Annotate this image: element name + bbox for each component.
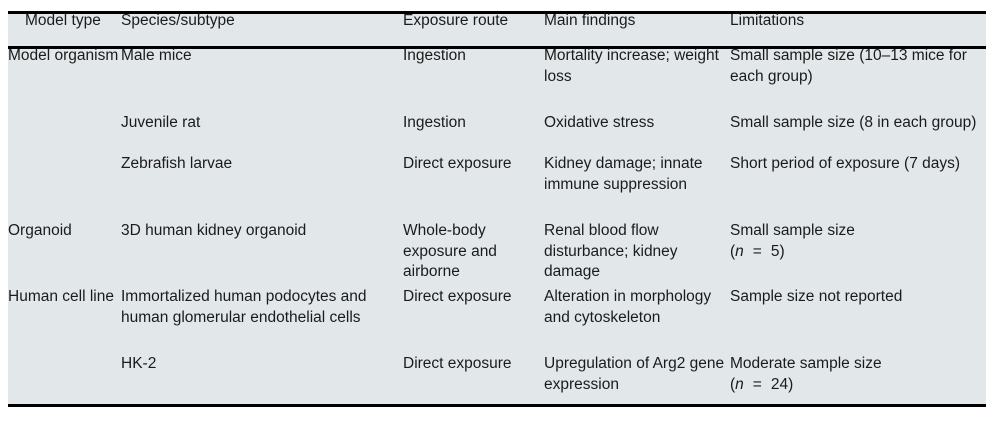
cell-main-findings: Oxidative stress: [544, 113, 730, 154]
cell-species: Zebrafish larvae: [121, 154, 403, 221]
cell-model-type: [8, 354, 121, 402]
cell-species: Juvenile rat: [121, 113, 403, 154]
sample-size-variable: n: [735, 375, 744, 393]
cell-text: Ingestion: [403, 47, 466, 64]
table-row: Zebrafish larvae Direct exposure Kidney …: [8, 154, 986, 221]
column-header-species: Species/subtype: [121, 12, 235, 29]
cell-model-type: Model organism: [8, 46, 121, 113]
cell-species: Male mice: [121, 46, 403, 113]
sample-size-value: 5: [770, 242, 780, 260]
sample-size-note: (n = 5): [730, 242, 986, 263]
cell-text: Mortality increase; weight loss: [544, 47, 719, 85]
cell-text: HK-2: [121, 355, 157, 372]
cell-text: Oxidative stress: [544, 114, 655, 131]
table-row: Human cell line Immortalized human podoc…: [8, 287, 986, 354]
column-header-model-type: Model type: [25, 12, 101, 29]
cell-exposure-route: Whole-body exposure and airborne: [403, 221, 544, 287]
cell-text: Male mice: [121, 47, 192, 64]
cell-model-type: [8, 113, 121, 154]
cell-exposure-route: Direct exposure: [403, 154, 544, 221]
sample-size-prefix: (: [730, 242, 736, 260]
cell-text: Direct exposure: [403, 288, 512, 305]
cell-text: Small sample size (10–13 mice for each g…: [730, 47, 967, 85]
sample-size-value: 24: [770, 375, 789, 393]
cell-limitations: Small sample size (10–13 mice for each g…: [730, 46, 986, 113]
cell-text: Renal blood flow disturbance; kidney dam…: [544, 222, 678, 280]
cell-species: Immortalized human podocytes and human g…: [121, 287, 403, 354]
table-header-rule: [8, 46, 986, 49]
table-header: Model type Species/subtype Exposure rout…: [8, 11, 986, 46]
cell-main-findings: Mortality increase; weight loss: [544, 46, 730, 113]
table-row: HK-2 Direct exposure Upregulation of Arg…: [8, 354, 986, 402]
cell-limitations: Moderate sample size (n = 24): [730, 354, 986, 402]
cell-text: Juvenile rat: [121, 114, 201, 131]
sample-size-suffix: ): [779, 242, 785, 260]
cell-text: Small sample size (8 in each group): [730, 114, 977, 131]
cell-limitations: Sample size not reported: [730, 287, 986, 354]
cell-exposure-route: Direct exposure: [403, 287, 544, 354]
table-background: [8, 11, 986, 407]
sample-size-prefix: (: [730, 375, 736, 393]
cell-text: 3D human kidney organoid: [121, 222, 307, 239]
sample-size-variable: n: [735, 242, 744, 260]
cell-main-findings: Kidney damage; innate immune suppression: [544, 154, 730, 221]
sample-size-operator: =: [752, 242, 762, 260]
table-bottom-rule: [8, 404, 986, 407]
cell-text: Direct exposure: [403, 155, 512, 172]
column-header-limitations: Limitations: [730, 12, 805, 29]
cell-exposure-route: Direct exposure: [403, 354, 544, 402]
cell-model-type: Organoid: [8, 221, 121, 287]
cell-text: Direct exposure: [403, 355, 512, 372]
model-systems-table: Model type Species/subtype Exposure rout…: [8, 11, 986, 402]
cell-text: Organoid: [8, 222, 72, 239]
cell-exposure-route: Ingestion: [403, 46, 544, 113]
cell-main-findings: Renal blood flow disturbance; kidney dam…: [544, 221, 730, 287]
cell-main-findings: Alteration in morphology and cytoskeleto…: [544, 287, 730, 354]
cell-limitations: Small sample size (8 in each group): [730, 113, 986, 154]
cell-text: Ingestion: [403, 114, 466, 131]
table-row: Juvenile rat Ingestion Oxidative stress …: [8, 113, 986, 154]
sample-size-operator: =: [752, 375, 762, 393]
column-header-exposure-route: Exposure route: [403, 12, 509, 29]
table-top-rule: [8, 11, 986, 14]
cell-species: HK-2: [121, 354, 403, 402]
cell-limitations: Small sample size (n = 5): [730, 221, 986, 287]
column-header-main-findings: Main findings: [544, 12, 636, 29]
cell-limitations: Short period of exposure (7 days): [730, 154, 986, 221]
cell-text: Short period of exposure (7 days): [730, 155, 961, 172]
cell-text: Sample size not reported: [730, 288, 903, 305]
table-row: Model organism Male mice Ingestion Morta…: [8, 46, 986, 113]
cell-text: Immortalized human podocytes and human g…: [121, 288, 367, 326]
cell-species: 3D human kidney organoid: [121, 221, 403, 287]
sample-size-note: (n = 24): [730, 375, 986, 396]
cell-text: Kidney damage; innate immune suppression: [544, 155, 703, 193]
table-header-row: Model type Species/subtype Exposure rout…: [8, 11, 986, 46]
cell-text: Upregulation of Arg2 gene expression: [544, 355, 725, 393]
sample-size-suffix: ): [788, 375, 794, 393]
table-body: Model organism Male mice Ingestion Morta…: [8, 46, 986, 402]
cell-model-type: [8, 154, 121, 221]
cell-text: Zebrafish larvae: [121, 155, 233, 172]
cell-text: Whole-body exposure and airborne: [403, 222, 497, 280]
cell-model-type: Human cell line: [8, 287, 121, 354]
table-row: Organoid 3D human kidney organoid Whole-…: [8, 221, 986, 287]
cell-main-findings: Upregulation of Arg2 gene expression: [544, 354, 730, 402]
cell-text: Small sample size: [730, 222, 855, 239]
cell-text: Alteration in morphology and cytoskeleto…: [544, 288, 712, 326]
cell-text: Human cell line: [8, 288, 114, 305]
cell-exposure-route: Ingestion: [403, 113, 544, 154]
cell-text: Model organism: [8, 47, 119, 64]
cell-text: Moderate sample size: [730, 355, 882, 372]
